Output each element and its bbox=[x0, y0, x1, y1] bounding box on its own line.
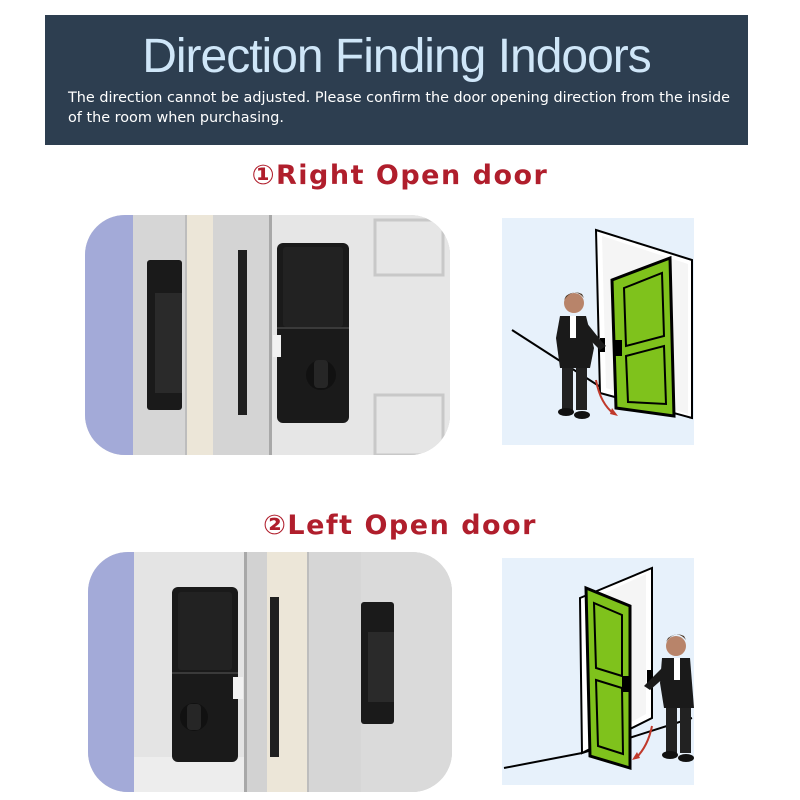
person-right-door-illustration-icon bbox=[502, 218, 694, 445]
door-lock-left-photo-svg bbox=[88, 552, 452, 792]
page-title: Direction Finding Indoors bbox=[142, 30, 652, 83]
header-banner: Direction Finding Indoors The direction … bbox=[45, 15, 748, 145]
page-subtitle: The direction cannot be adjusted. Please… bbox=[68, 90, 730, 126]
person-left-door-illustration-icon bbox=[502, 558, 694, 785]
person-right-door-svg bbox=[502, 218, 694, 445]
person-left-door-svg bbox=[502, 558, 694, 785]
door-lock-right-photo-icon bbox=[85, 215, 450, 455]
door-lock-right-photo-svg bbox=[85, 215, 450, 455]
door-lock-left-photo-icon bbox=[88, 552, 452, 792]
section-heading-left-open: ②Left Open door bbox=[263, 510, 537, 541]
section-heading-right-open: ①Right Open door bbox=[251, 160, 549, 191]
